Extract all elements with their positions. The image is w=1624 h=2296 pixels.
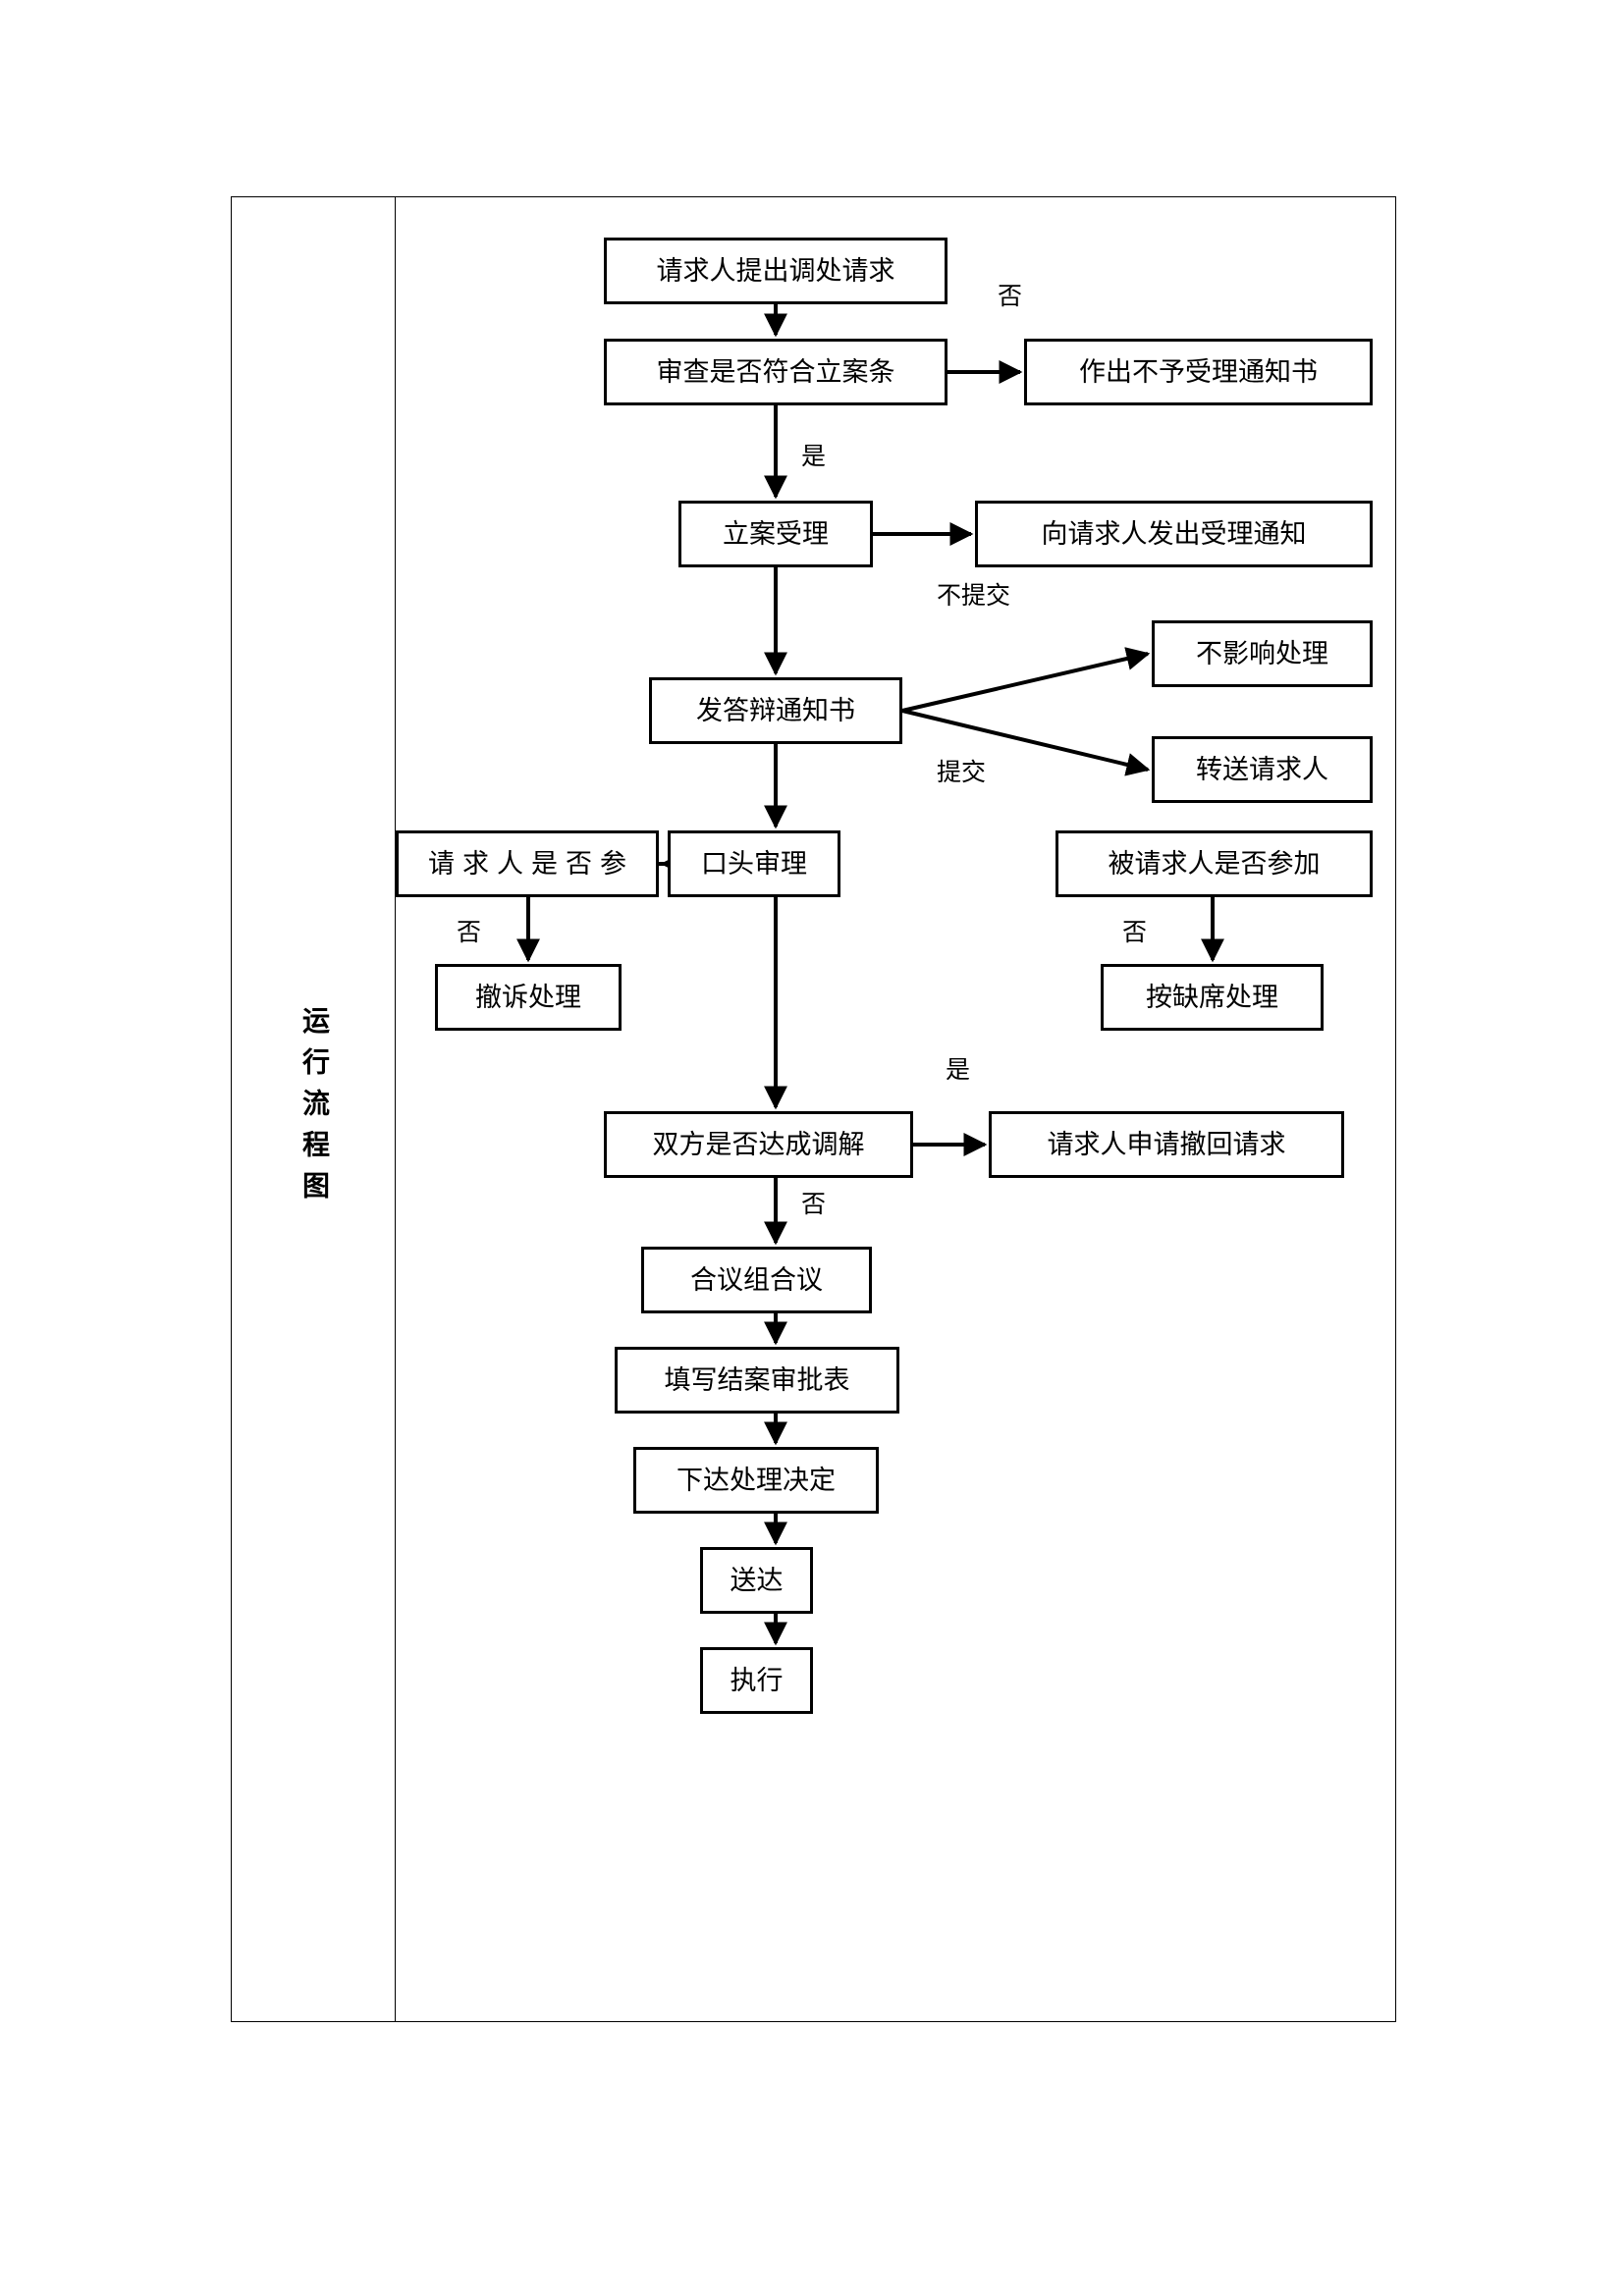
- flow-node-label: 被请求人是否参加: [1108, 848, 1321, 879]
- flow-node-requester-participates[interactable]: 请求人是否参: [396, 830, 659, 897]
- edge-label-submitted: 提交: [937, 760, 987, 786]
- flow-node-label: 送达: [730, 1565, 784, 1595]
- flow-node-oral-hearing[interactable]: 口头审理: [668, 830, 840, 897]
- flow-node-label: 向请求人发出受理通知: [1041, 518, 1307, 549]
- caption-cell: 运行流程图: [232, 196, 395, 2022]
- flow-node-respondent-participates[interactable]: 被请求人是否参加: [1056, 830, 1373, 897]
- flow-node-label: 作出不予受理通知书: [1079, 356, 1318, 387]
- edge-label-no-mediation: 否: [801, 1192, 827, 1218]
- edge-label-no-respondent: 否: [1122, 920, 1148, 946]
- edge-label-yes-filing: 是: [801, 444, 827, 470]
- flow-node-requester-withdraws[interactable]: 请求人申请撤回请求: [989, 1111, 1344, 1178]
- flow-node-label: 下达处理决定: [677, 1465, 836, 1495]
- edge-label-no-filing: 否: [998, 284, 1023, 310]
- flow-node-default-processing[interactable]: 按缺席处理: [1101, 964, 1324, 1031]
- flow-node-label: 不影响处理: [1196, 638, 1328, 668]
- flow-node-label: 口头审理: [701, 848, 807, 879]
- flow-node-case-accepted[interactable]: 立案受理: [678, 501, 873, 567]
- flowchart-connectors: [516, 304, 1224, 1646]
- flow-node-execution[interactable]: 执行: [700, 1647, 813, 1714]
- flow-node-label: 请求人是否参: [428, 848, 634, 879]
- flow-node-issue-decision[interactable]: 下达处理决定: [633, 1447, 879, 1514]
- flow-node-send-acceptance-notice[interactable]: 向请求人发出受理通知: [975, 501, 1373, 567]
- flow-node-label: 请求人提出调处请求: [656, 255, 895, 286]
- flow-node-service-of-documents[interactable]: 送达: [700, 1547, 813, 1614]
- edge-label-no-requester: 否: [457, 920, 482, 946]
- edge-label-not-submitted: 不提交: [937, 583, 1011, 610]
- flow-node-label: 撤诉处理: [475, 982, 581, 1012]
- flow-node-label: 双方是否达成调解: [652, 1129, 865, 1159]
- flow-node-fill-closing-approval-form[interactable]: 填写结案审批表: [615, 1347, 899, 1414]
- flow-node-request-submitted[interactable]: 请求人提出调处请求: [604, 238, 947, 304]
- flow-node-label: 发答辩通知书: [696, 695, 855, 725]
- flow-node-label: 审查是否符合立案条: [656, 356, 895, 387]
- flowchart-area: 请求人提出调处请求 审查是否符合立案条 作出不予受理通知书 立案受理 向请求人发…: [396, 196, 1396, 2022]
- flow-node-review-filing-conditions[interactable]: 审查是否符合立案条: [604, 339, 947, 405]
- flow-node-issue-defense-notice[interactable]: 发答辩通知书: [649, 677, 902, 744]
- flow-node-label: 合议组合议: [690, 1264, 823, 1295]
- edge-label-yes-mediation: 是: [946, 1057, 971, 1084]
- flow-node-issue-rejection-notice[interactable]: 作出不予受理通知书: [1024, 339, 1373, 405]
- flow-node-label: 请求人申请撤回请求: [1047, 1129, 1286, 1159]
- table-column-divider: [395, 196, 396, 2022]
- flow-node-label: 执行: [730, 1665, 784, 1695]
- flow-node-label: 填写结案审批表: [664, 1364, 850, 1395]
- flow-node-label: 转送请求人: [1196, 754, 1328, 784]
- vertical-caption-label: 运行流程图: [298, 1006, 329, 1212]
- flow-node-forward-to-requester[interactable]: 转送请求人: [1152, 736, 1373, 803]
- flow-node-withdrawal-processing[interactable]: 撤诉处理: [435, 964, 622, 1031]
- flow-node-collegial-panel-discussion[interactable]: 合议组合议: [641, 1247, 872, 1313]
- flow-node-label: 按缺席处理: [1146, 982, 1278, 1012]
- flow-node-label: 立案受理: [723, 518, 829, 549]
- flow-node-no-effect-on-processing[interactable]: 不影响处理: [1152, 620, 1373, 687]
- flow-node-mediation-reached[interactable]: 双方是否达成调解: [604, 1111, 913, 1178]
